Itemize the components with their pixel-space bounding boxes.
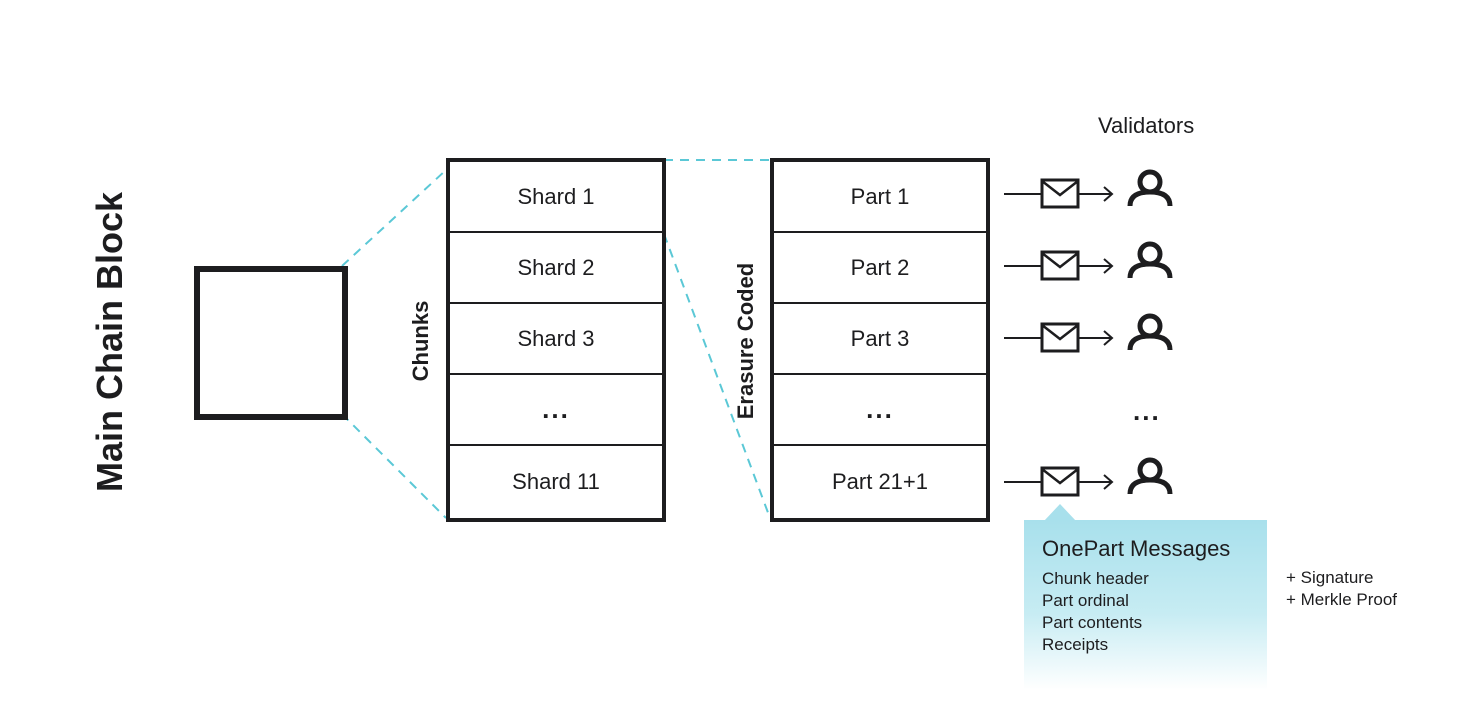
arrow-right-icon	[1078, 330, 1114, 346]
shard-row: Shard 2	[450, 233, 662, 304]
callout-item: Chunk header	[1042, 569, 1149, 588]
validators-ellipsis: ...	[1133, 396, 1161, 426]
callout-item: Receipts	[1042, 635, 1109, 654]
envelope-icon	[1040, 250, 1080, 281]
person-icon	[1127, 457, 1173, 495]
shards-column: Shard 1 Shard 2 Shard 3 ... Shard 11	[446, 158, 666, 522]
arrow-right-icon	[1078, 258, 1114, 274]
callout-title: OnePart Messages	[1042, 536, 1231, 561]
part-row: Part 2	[774, 233, 986, 304]
part-row-ellipsis: ...	[774, 375, 986, 446]
main-chain-block-title: Main Chain Block	[89, 191, 130, 493]
message-flow-row	[1004, 312, 1184, 362]
parts-column: Part 1 Part 2 Part 3 ... Part 21+1	[770, 158, 990, 522]
connector-block-bottom	[341, 413, 447, 519]
part-row: Part 1	[774, 162, 986, 233]
validators-title: Validators	[1098, 113, 1195, 138]
shard-row: Shard 11	[512, 469, 600, 494]
message-flow-row	[1004, 168, 1184, 218]
shard-row: Shard 1	[450, 162, 662, 233]
extra-item: + Signature	[1286, 568, 1374, 587]
callout-pointer	[1044, 504, 1076, 521]
onepart-messages-callout: OnePart Messages Chunk header Part ordin…	[1024, 520, 1267, 690]
person-icon	[1127, 313, 1173, 351]
chunks-label: Chunks	[408, 300, 433, 382]
callout-item: Part ordinal	[1042, 591, 1129, 610]
main-chain-block	[194, 266, 348, 420]
extra-item: + Merkle Proof	[1286, 590, 1398, 609]
person-icon	[1127, 169, 1173, 207]
envelope-icon	[1040, 466, 1080, 497]
part-row: Part 3	[774, 304, 986, 375]
callout-extras: + Signature + Merkle Proof	[1286, 567, 1397, 611]
shard-row: Shard 3	[450, 304, 662, 375]
part-row: Part 21+1	[831, 469, 928, 494]
erasure-coded-label: Erasure Coded	[733, 262, 758, 420]
callout-item: Part contents	[1042, 613, 1143, 632]
person-icon	[1127, 241, 1173, 279]
arrow-right-icon	[1078, 186, 1114, 202]
envelope-icon	[1040, 178, 1080, 209]
envelope-icon	[1040, 322, 1080, 353]
arrow-right-icon	[1078, 474, 1114, 490]
shard-row-ellipsis: ...	[450, 375, 662, 446]
connector-block-top	[341, 169, 447, 267]
message-flow-row	[1004, 240, 1184, 290]
message-flow-row	[1004, 456, 1184, 506]
